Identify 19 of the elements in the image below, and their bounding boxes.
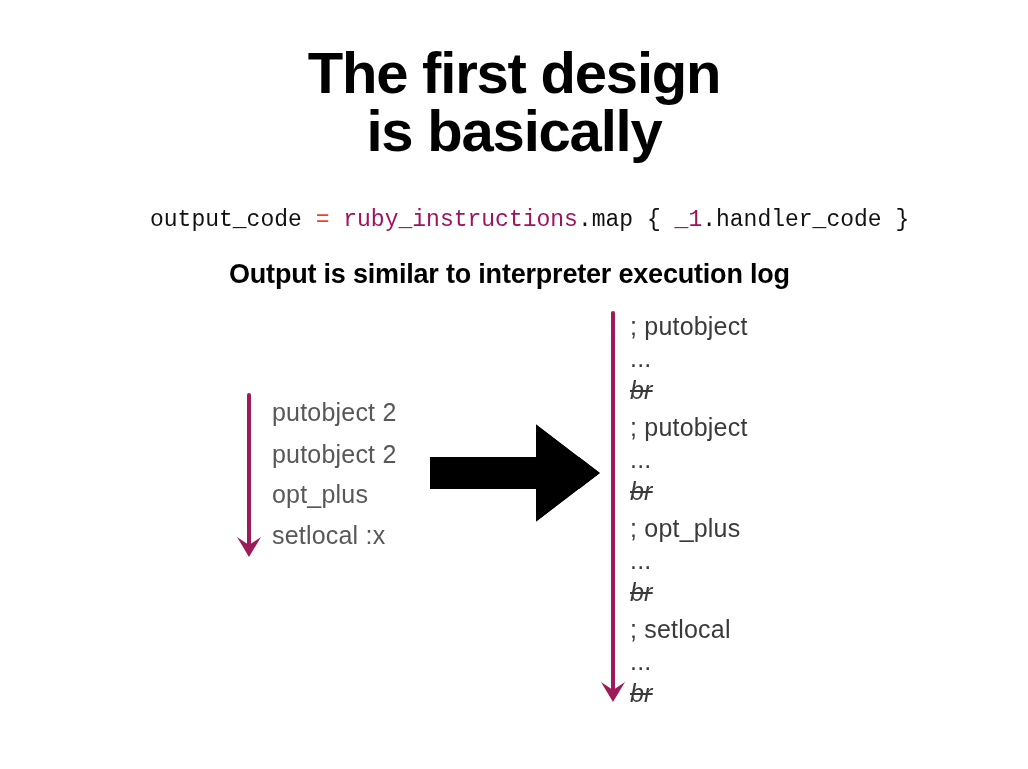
instruction-text: putobject 2 (272, 439, 397, 469)
instruction-text: opt_plus (272, 479, 369, 509)
struck-out-text: br (630, 577, 653, 607)
comment-text: ; opt_plus (630, 513, 741, 543)
subheading: Output is similar to interpreter execution log (229, 258, 790, 290)
block-arrow (430, 424, 600, 522)
comment-text: ; putobject (630, 311, 748, 341)
ellipsis-text: ... (630, 545, 652, 575)
code-line: output_code = ruby_instructions.map { _1.handler_code } (150, 206, 910, 234)
ellipsis-text: ... (630, 646, 652, 676)
instruction-text: setlocal :x (272, 520, 386, 550)
comment-text: ; setlocal (630, 614, 731, 644)
struck-out-text: br (630, 476, 653, 506)
struck-out-text: br (630, 678, 653, 708)
ellipsis-text: ... (630, 444, 652, 474)
struck-out-text: br (630, 375, 653, 405)
comment-text: ; putobject (630, 412, 748, 442)
ellipsis-text: ... (630, 343, 652, 373)
instruction-text: putobject 2 (272, 397, 397, 427)
